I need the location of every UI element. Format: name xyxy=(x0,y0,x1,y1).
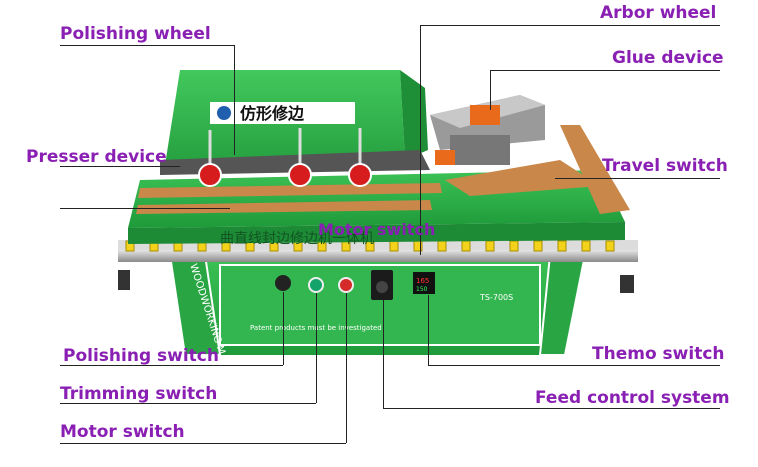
label-trimming-switch: Trimming switch xyxy=(60,384,218,404)
label-polishing-switch: Polishing switch xyxy=(63,346,219,366)
glue-device xyxy=(430,95,545,165)
svg-text:150: 150 xyxy=(416,286,428,293)
leader-motor-switch xyxy=(60,443,346,444)
thermostat-display xyxy=(413,272,435,294)
leader-arbor-wheel xyxy=(420,25,720,26)
leader-polishing-switch xyxy=(60,365,283,366)
label-polishing-wheel: Polishing wheel xyxy=(60,24,211,44)
cover-sign: 仿形修边 xyxy=(240,104,305,123)
leader-trimming-switch xyxy=(60,403,316,404)
front-banner: 曲直线封边修边机一体机 xyxy=(220,230,374,247)
leader-feed-control xyxy=(383,408,720,409)
leader-travel-switch xyxy=(555,178,720,179)
worktable: 曲直线封边修边机一体机 xyxy=(128,125,630,247)
model-text: TS-700S xyxy=(479,293,513,302)
polishing-switch-knob[interactable] xyxy=(275,275,291,291)
label-motor-switch-overlay: Motor switch xyxy=(318,220,436,239)
leader-polishing-wheel xyxy=(60,45,235,46)
label-presser-device: Presser device xyxy=(26,147,167,167)
label-motor-switch: Motor switch xyxy=(60,422,185,442)
polishing-cover: 仿形修边 xyxy=(160,70,430,175)
trimming-switch-knob[interactable] xyxy=(308,277,324,293)
leader-themo-switch xyxy=(428,365,720,366)
leader-presser-device xyxy=(60,166,180,167)
label-travel-switch: Travel switch xyxy=(602,156,728,176)
machine-cabinet: WOODWORKING MACHINERY WOODWORKING MACHIN… xyxy=(168,117,593,405)
label-arbor-wheel: Arbor wheel xyxy=(600,3,717,23)
label-feed-control-system: Feed control system xyxy=(535,388,730,408)
roller-rail xyxy=(118,240,638,293)
leader-glue-device xyxy=(490,70,720,71)
svg-text:165: 165 xyxy=(416,277,429,285)
label-themo-switch: Themo switch xyxy=(592,344,725,364)
label-glue-device: Glue device xyxy=(612,48,724,68)
presser-wheels xyxy=(198,128,372,187)
notice-text: Patent products must be investigated xyxy=(250,324,382,332)
motor-switch-knob[interactable] xyxy=(338,277,354,293)
